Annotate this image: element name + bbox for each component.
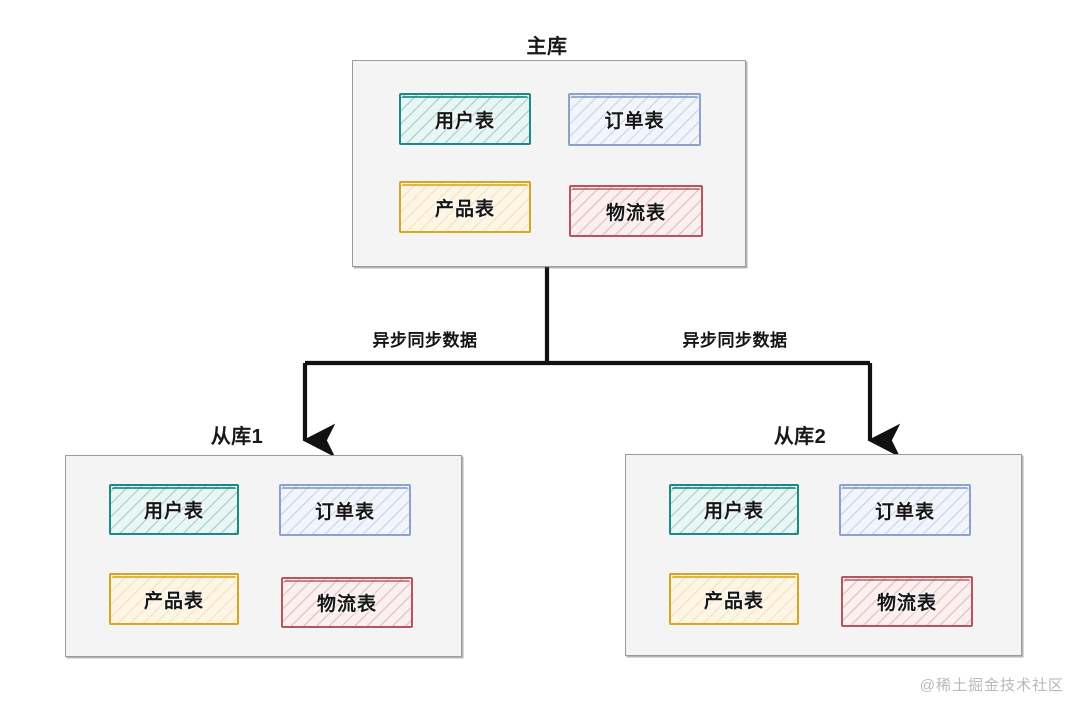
slave2-table-order-label: 订单表 [874,501,935,523]
edge-label-to-slave1: 异步同步数据 [372,331,478,350]
slave1-table-logistics[interactable]: 物流表 [281,577,413,628]
slave1-table-user-label: 用户表 [143,501,204,522]
master-table-user-label: 用户表 [434,110,495,132]
master-table-product[interactable]: 产品表 [399,181,531,233]
master-db-container: 用户表 订单表 产品表 物流表 [352,60,746,267]
slave1-db-container: 用户表 订单表 产品表 物流表 [65,455,462,657]
slave1-table-logistics-label: 物流表 [316,594,377,615]
slave2-db-container: 用户表 订单表 产品表 物流表 [625,454,1022,656]
master-db-title: 主库 [526,36,568,58]
slave1-table-user[interactable]: 用户表 [109,484,239,535]
edge-label-to-slave2: 异步同步数据 [682,331,788,350]
master-table-logistics[interactable]: 物流表 [569,185,703,237]
slave2-table-product-label: 产品表 [703,590,764,612]
watermark: @稀土掘金技术社区 [919,677,1064,694]
slave2-table-user-label: 用户表 [703,501,764,522]
master-table-order-label: 订单表 [604,111,665,132]
master-table-product-label: 产品表 [434,198,495,220]
master-table-user[interactable]: 用户表 [399,93,531,145]
slave2-table-logistics[interactable]: 物流表 [841,576,973,627]
master-table-logistics-label: 物流表 [605,202,666,224]
slave2-table-order[interactable]: 订单表 [839,484,971,536]
slave1-table-product[interactable]: 产品表 [109,573,239,625]
slave2-table-user[interactable]: 用户表 [669,484,799,535]
slave1-table-order[interactable]: 订单表 [279,484,411,536]
slave1-db-title: 从库1 [210,426,264,448]
master-table-order[interactable]: 订单表 [568,93,701,146]
slave2-db-title: 从库2 [773,426,827,448]
slave2-table-logistics-label: 物流表 [876,593,937,614]
slave1-table-order-label: 订单表 [314,501,375,523]
slave2-table-product[interactable]: 产品表 [669,573,799,625]
slave1-table-product-label: 产品表 [143,590,204,612]
